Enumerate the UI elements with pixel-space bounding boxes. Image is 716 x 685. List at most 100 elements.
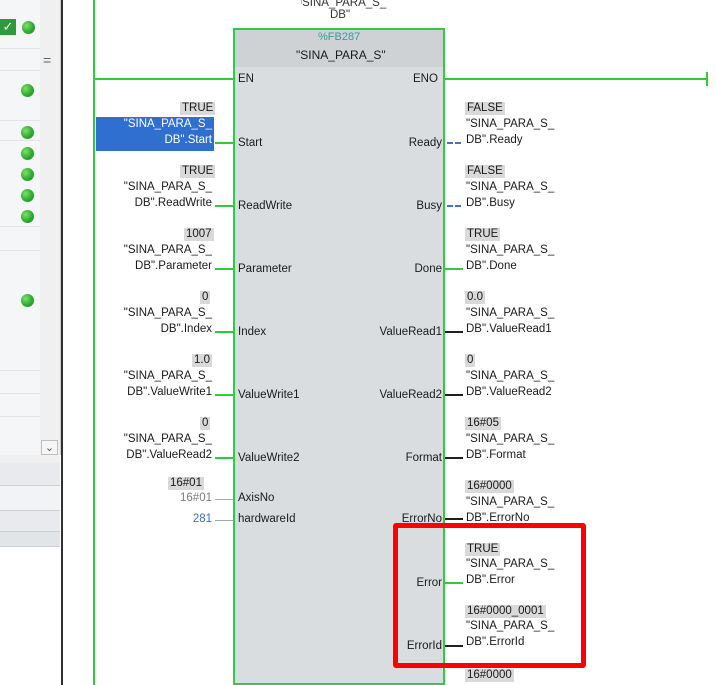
output-valueread1-operand-line2[interactable]: DB".ValueRead1 [466,323,552,335]
output-done-operand-line2[interactable]: DB".Done [466,260,517,272]
output-valueread1-wire [445,331,463,333]
error-outputs-highlight [393,523,586,668]
pin-valueread2[interactable]: ValueRead2 [379,389,442,401]
output-format-operand-line1[interactable]: "SINA_PARA_S_ [466,433,555,445]
output-errorno-wire [445,518,463,520]
input-readwrite-wire [215,205,233,207]
instance-db-name-bottom[interactable]: DB" [330,9,351,21]
input-hardwareid-value[interactable]: 281 [192,513,212,525]
output-error-operand-line2[interactable]: DB".Error [466,574,515,586]
output-errorno-operand-line1[interactable]: "SINA_PARA_S_ [466,496,555,508]
pin-hardwareid[interactable]: hardwareId [238,513,296,525]
output-busy-connector [447,205,453,207]
output-error-wire [445,582,463,584]
output-errorno-value: 16#0000 [465,480,514,493]
input-start-value: TRUE [180,102,216,115]
input-index-operand-line2[interactable]: DB".Index [160,323,212,335]
output-done-value: TRUE [465,228,501,241]
input-start-operand-line2[interactable]: DB".Start [164,134,212,146]
scroll-down-button[interactable]: ⌄ [41,440,58,455]
pin-format[interactable]: Format [405,452,442,464]
output-errorid-operand-line1[interactable]: "SINA_PARA_S_ [466,620,555,632]
output-errorno-operand-line2[interactable]: DB".ErrorNo [466,512,530,524]
pin-readwrite[interactable]: ReadWrite [238,200,293,212]
input-hardwareid-wire [215,520,233,521]
status-ok-icon [21,294,34,307]
vertical-scrollbar[interactable] [40,0,61,455]
top-tick [301,0,302,4]
output-busy-operand-line2[interactable]: DB".Busy [466,197,515,209]
input-index-wire [215,331,233,333]
output-errorid-wire [445,645,463,647]
pin-error[interactable]: Error [416,577,442,589]
output-valueread2-operand-line2[interactable]: DB".ValueRead2 [466,386,552,398]
input-valuewrite2-operand-line1[interactable]: "SINA_PARA_S_ [123,433,212,445]
pin-done[interactable]: Done [414,263,443,275]
input-valuewrite2-wire [215,457,233,459]
input-parameter-operand-line1[interactable]: "SINA_PARA_S_ [123,244,212,256]
output-ready-connector [455,142,461,144]
status-ok-icon [21,84,34,97]
output-format-operand-line2[interactable]: DB".Format [466,449,526,461]
input-readwrite-value: TRUE [180,165,216,178]
output-done-wire [445,268,463,270]
eno-wire-end [706,72,708,86]
status-column [0,0,41,455]
pin-parameter[interactable]: Parameter [238,263,292,275]
output-valueread1-operand-line1[interactable]: "SINA_PARA_S_ [466,307,555,319]
input-start-selection[interactable] [96,117,214,151]
input-axisno-default[interactable]: 16#01 [180,492,212,504]
pin-busy[interactable]: Busy [416,200,442,212]
pin-index[interactable]: Index [238,326,267,338]
status-ok-icon [21,189,34,202]
pin-start[interactable]: Start [238,137,263,149]
pin-valuewrite2[interactable]: ValueWrite2 [238,452,300,464]
pin-valuewrite1[interactable]: ValueWrite1 [238,389,300,401]
status-ok-icon [21,168,34,181]
input-valuewrite2-value: 0 [200,417,211,430]
output-valueread1-value: 0.0 [465,291,485,304]
pin-eno[interactable]: ENO [413,73,438,85]
input-readwrite-operand-line1[interactable]: "SINA_PARA_S_ [123,181,212,193]
pin-en[interactable]: EN [238,73,254,85]
status-ok-icon [21,126,34,139]
scrollbar-grip-icon[interactable]: = [43,52,52,68]
block-number: %FB287 [318,31,361,43]
pin-errorno[interactable]: ErrorNo [401,513,442,525]
instance-db-name-top[interactable]: "SINA_PARA_S_ [298,0,387,9]
input-readwrite-operand-line2[interactable]: DB".ReadWrite [134,197,212,209]
input-valuewrite1-operand-line1[interactable]: "SINA_PARA_S_ [123,370,212,382]
input-valuewrite1-wire [215,394,233,396]
status-ok-icon [22,21,35,34]
input-index-operand-line1[interactable]: "SINA_PARA_S_ [123,307,212,319]
output-errorid-operand-line2[interactable]: DB".ErrorId [466,636,525,648]
output-format-wire [445,457,463,459]
status-ok-icon [21,210,34,223]
output-ready-operand-line1[interactable]: "SINA_PARA_S_ [466,118,555,130]
input-valuewrite2-operand-line2[interactable]: DB".ValueRead2 [126,449,212,461]
output-valueread2-operand-line1[interactable]: "SINA_PARA_S_ [466,370,555,382]
output-ready-operand-line2[interactable]: DB".Ready [466,134,523,146]
input-start-operand-line1[interactable]: "SINA_PARA_S_ [123,118,212,130]
output-busy-operand-line1[interactable]: "SINA_PARA_S_ [466,181,555,193]
output-error-operand-line1[interactable]: "SINA_PARA_S_ [466,558,555,570]
output-valueread2-value: 0 [465,354,476,367]
pin-ready[interactable]: Ready [408,137,442,149]
pin-valueread1[interactable]: ValueRead1 [379,326,442,338]
pin-errorid[interactable]: ErrorId [406,640,442,652]
output-errorid-value: 16#0000_0001 [465,605,546,618]
output-ready-value: FALSE [465,102,505,115]
input-index-value: 0 [200,291,211,304]
input-start-wire [215,142,233,144]
checkbox-checked-icon[interactable]: ✓ [0,19,16,35]
output-done-operand-line1[interactable]: "SINA_PARA_S_ [466,244,555,256]
input-valuewrite1-operand-line2[interactable]: DB".ValueWrite1 [127,386,212,398]
output-valueread2-wire [445,394,463,396]
input-parameter-wire [215,268,233,270]
input-axisno-value: 16#01 [168,477,204,490]
eno-wire [445,78,706,80]
block-body-behind-highlight [398,528,443,663]
input-parameter-operand-line2[interactable]: DB".Parameter [135,260,212,272]
pin-axisno[interactable]: AxisNo [238,492,275,504]
output-busy-value: FALSE [465,165,505,178]
